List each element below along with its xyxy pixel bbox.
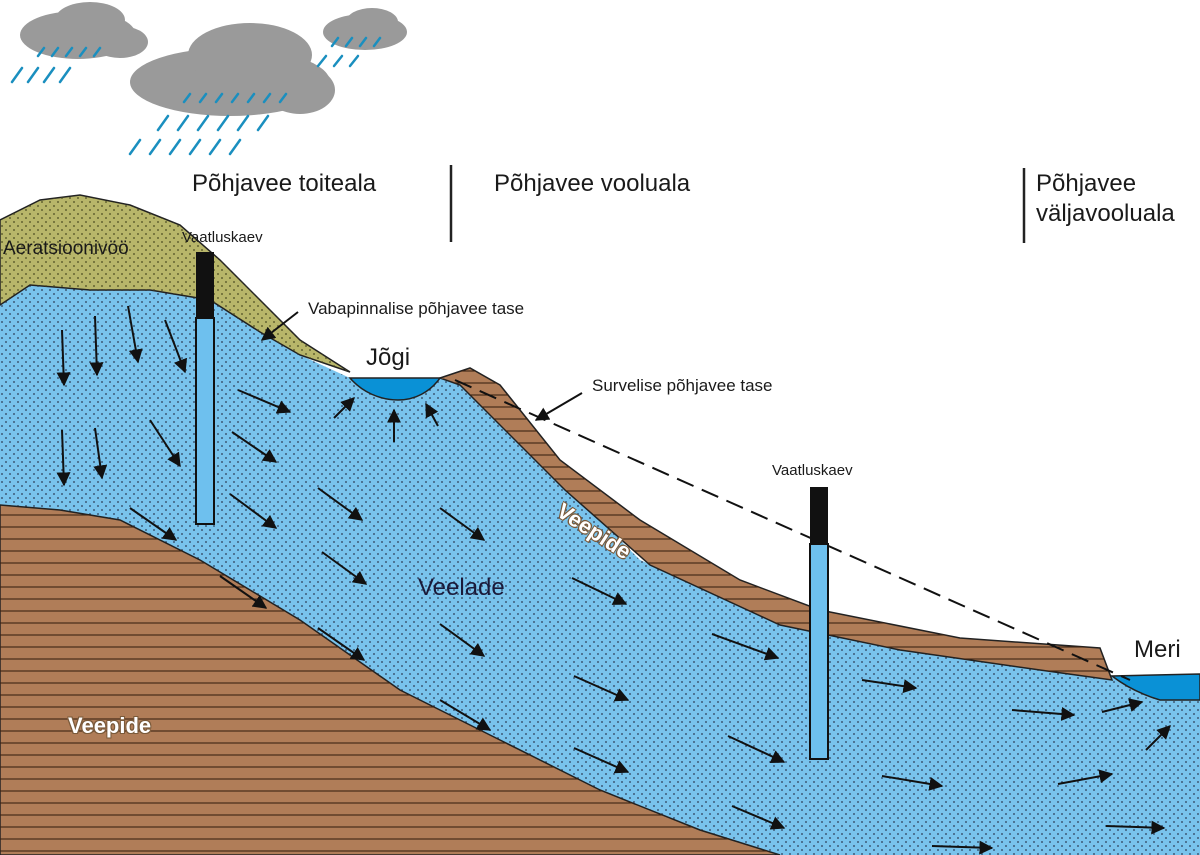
well-2-label: Vaatluskaev [772,462,853,479]
discharge-zone-label-1: Põhjavee [1036,170,1137,197]
upper-aquitard [437,367,1114,681]
rain-icon [10,36,382,156]
well-1-label: Vaatluskaev [182,229,263,246]
water-table-pointer [260,311,299,341]
water-table-label: Vabapinnalise põhjavee tase [308,299,525,318]
pressure-level-label: Survelise põhjavee tase [592,376,773,395]
observation-well-2 [809,487,829,760]
sea-water [1109,673,1200,701]
observation-well-1 [195,252,215,525]
pressure-level-pointer [534,392,583,421]
cloud-icon [20,2,407,116]
river-label: Jõgi [366,344,411,371]
flow-arrow-icon [56,305,1171,855]
lower-aquitard-label: Veepide [68,713,152,738]
aquifer-label: Veelade [418,574,505,601]
flow-zone-label: Põhjavee vooluala [494,170,691,197]
river-water [348,377,442,401]
pressure-level-line [454,379,1131,681]
discharge-zone-label-2: väljavooluala [1036,200,1175,227]
aeration-zone-label: Aeratsioonivöö [3,238,129,259]
lower-aquitard [0,504,781,855]
sea-label: Meri [1134,636,1181,663]
recharge-zone-label: Põhjavee toiteala [192,170,377,197]
